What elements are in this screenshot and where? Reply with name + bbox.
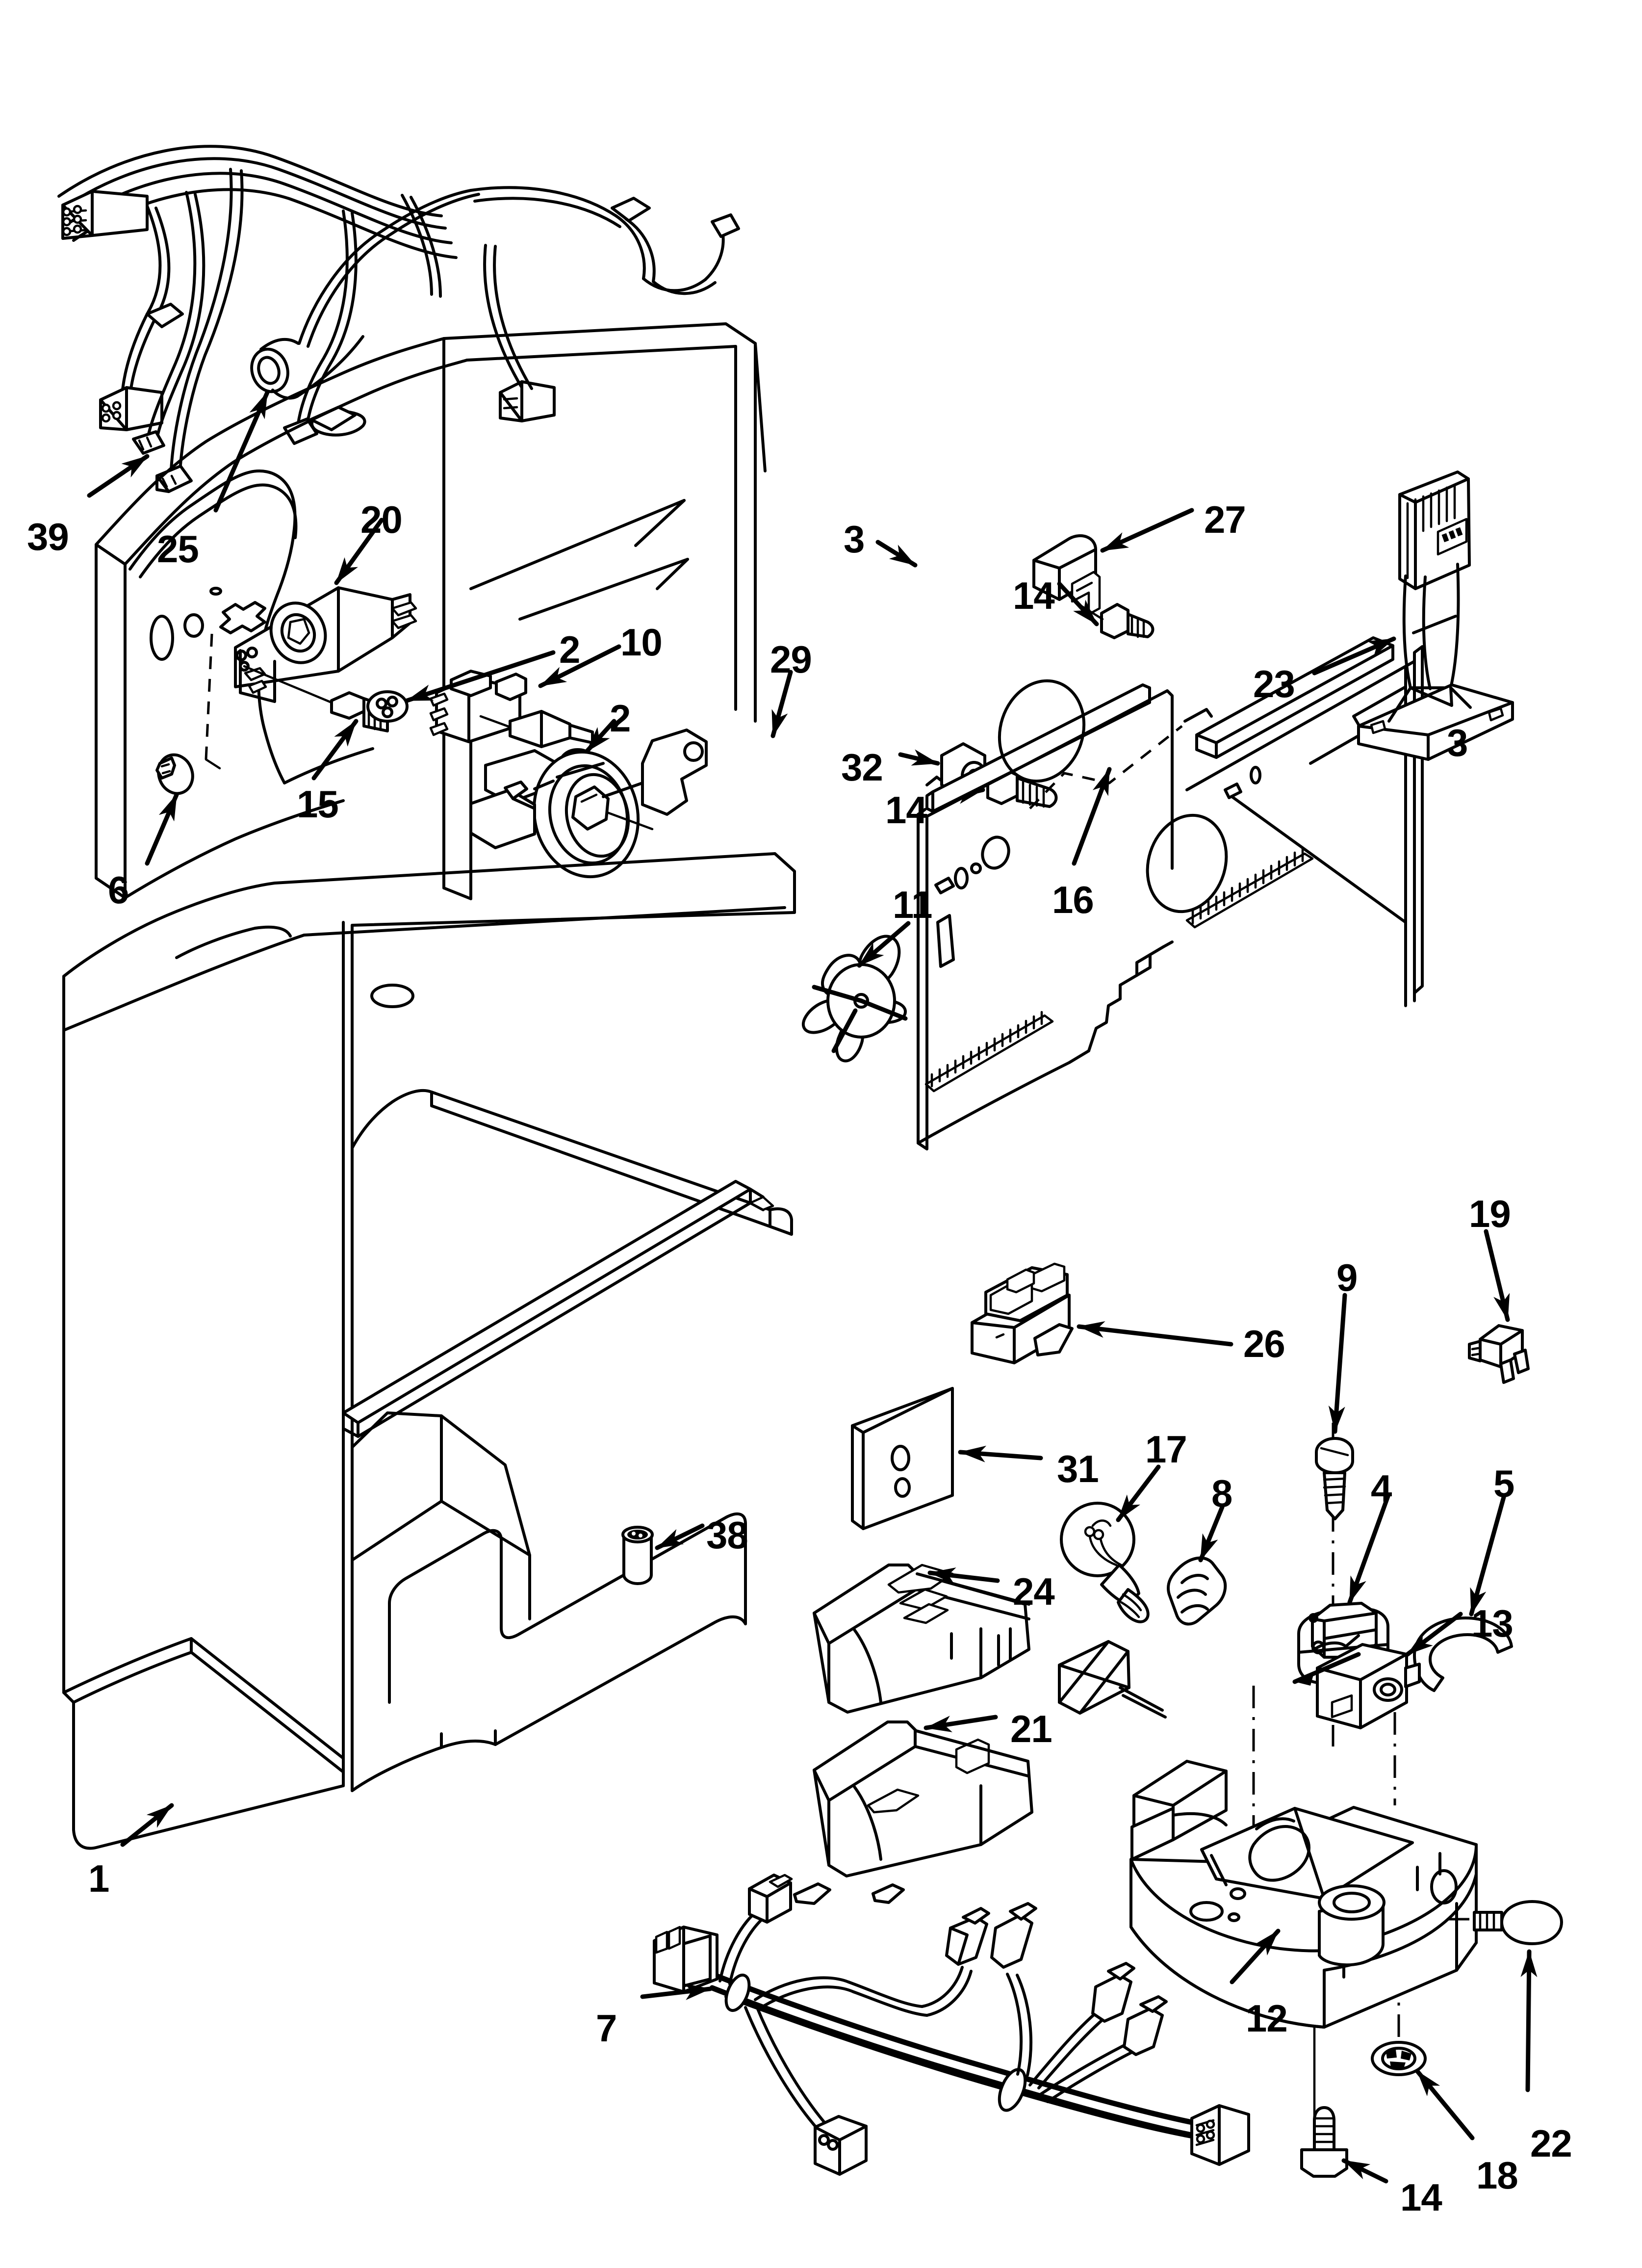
cabinet-liner-main	[62, 852, 796, 1850]
callout-2b[interactable]: 2	[610, 697, 631, 740]
leader-17	[1116, 1464, 1161, 1522]
callout-27[interactable]: 27	[1204, 498, 1246, 541]
leader-20	[334, 518, 384, 585]
callout-14b[interactable]: 14	[1013, 574, 1055, 617]
callout-3b[interactable]: 3	[844, 518, 865, 561]
callout-17[interactable]: 17	[1145, 1428, 1187, 1471]
leader-4	[1347, 1494, 1390, 1605]
misc-clips	[793, 1640, 1167, 1905]
callout-39[interactable]: 39	[27, 515, 69, 558]
light-bulb-17	[1060, 1502, 1150, 1623]
leader-14c	[1341, 2158, 1388, 2184]
leveling-foot-22	[1447, 1900, 1563, 1945]
leader-15	[311, 719, 359, 781]
leader-3b	[875, 540, 918, 568]
callout-9[interactable]: 9	[1336, 1256, 1358, 1299]
leader-13	[1405, 1612, 1463, 1657]
callout-19[interactable]: 19	[1469, 1192, 1511, 1235]
screw-9	[1315, 1423, 1354, 1747]
callout-26[interactable]: 26	[1243, 1322, 1285, 1365]
callout-21[interactable]: 21	[1010, 1707, 1052, 1750]
leader-14b	[1057, 581, 1099, 626]
leader-2a	[405, 650, 556, 703]
callout-10[interactable]: 10	[620, 621, 663, 664]
leader-2b	[584, 719, 616, 754]
nut-2-upper	[366, 690, 409, 723]
callout-25[interactable]: 25	[157, 527, 199, 571]
leader-26	[1077, 1321, 1233, 1347]
drain-pan-housing-12	[1129, 1760, 1478, 2029]
leader-5	[1469, 1495, 1506, 1616]
main-wire-harness-7	[653, 1874, 1250, 2176]
leader-6	[145, 792, 179, 866]
leader-22	[1520, 1949, 1538, 2092]
callout-1[interactable]: 1	[88, 1857, 109, 1900]
leader-19	[1484, 1229, 1510, 1322]
callout-7[interactable]: 7	[596, 2007, 617, 2050]
bushing-38	[621, 1526, 654, 1585]
fan-shroud-29	[469, 729, 708, 879]
callout-20[interactable]: 20	[360, 498, 403, 541]
callout-14c[interactable]: 14	[1400, 2176, 1442, 2219]
leader-10	[538, 644, 621, 688]
leader-24	[927, 1567, 1000, 1584]
leader-12	[1230, 1929, 1281, 1984]
callout-3a[interactable]: 3	[1447, 721, 1468, 764]
callout-24[interactable]: 24	[1013, 1570, 1055, 1613]
leader-11	[857, 921, 911, 968]
leader-29	[770, 670, 793, 738]
wire-clip-19	[1468, 1324, 1530, 1384]
leader-27	[1100, 508, 1194, 553]
leader-1	[120, 1803, 174, 1847]
screw-14-bottom	[1300, 2106, 1348, 2178]
mounting-plate-31	[851, 1387, 954, 1530]
callout-14a[interactable]: 14	[885, 788, 927, 832]
callout-13[interactable]: 13	[1471, 1602, 1514, 1645]
callout-38[interactable]: 38	[706, 1513, 748, 1557]
air-duct-upper-24	[813, 1564, 1030, 1714]
evaporator-fan-blade	[802, 935, 908, 1063]
defrost-timer-13	[1292, 1634, 1421, 1729]
callout-31[interactable]: 31	[1057, 1447, 1099, 1490]
dispenser-housing-23	[1357, 470, 1514, 761]
callout-6[interactable]: 6	[108, 868, 129, 912]
callout-18[interactable]: 18	[1476, 2154, 1518, 2197]
callout-23[interactable]: 23	[1253, 662, 1295, 705]
leader-32	[898, 749, 940, 766]
cabinet-liner-upper	[95, 322, 767, 900]
callout-16[interactable]: 16	[1052, 878, 1094, 921]
leader-8	[1198, 1505, 1225, 1563]
callout-8[interactable]: 8	[1211, 1472, 1232, 1515]
callout-29[interactable]: 29	[770, 638, 812, 681]
callout-2a[interactable]: 2	[559, 628, 580, 671]
leader-23	[1312, 636, 1396, 676]
retainer-clip-5	[1413, 1616, 1513, 1692]
back-panel-upper-3	[1029, 636, 1424, 1007]
callout-11[interactable]: 11	[893, 883, 932, 926]
air-duct-lower-21	[813, 1721, 1033, 1877]
plug-button-6	[155, 753, 194, 795]
damper-control-assembly	[234, 586, 417, 704]
callout-15[interactable]: 15	[297, 782, 339, 826]
back-panel-front-3	[917, 679, 1314, 1150]
leader-9	[1328, 1293, 1347, 1434]
light-switch-26	[971, 1262, 1074, 1364]
leader-7	[640, 1983, 713, 2000]
callout-4[interactable]: 4	[1371, 1467, 1392, 1510]
callout-12[interactable]: 12	[1246, 1997, 1288, 2040]
callout-32[interactable]: 32	[841, 746, 883, 789]
leader-18	[1415, 2069, 1475, 2140]
leader-31	[958, 1445, 1043, 1462]
leader-21	[924, 1715, 998, 1732]
push-nut-18	[1371, 2041, 1427, 2076]
leader-38	[655, 1523, 705, 1550]
harness-top-left	[57, 145, 740, 493]
leader-16	[1072, 767, 1112, 866]
callout-22[interactable]: 22	[1530, 2122, 1572, 2165]
callout-5[interactable]: 5	[1493, 1462, 1514, 1505]
leader-39	[87, 454, 150, 498]
